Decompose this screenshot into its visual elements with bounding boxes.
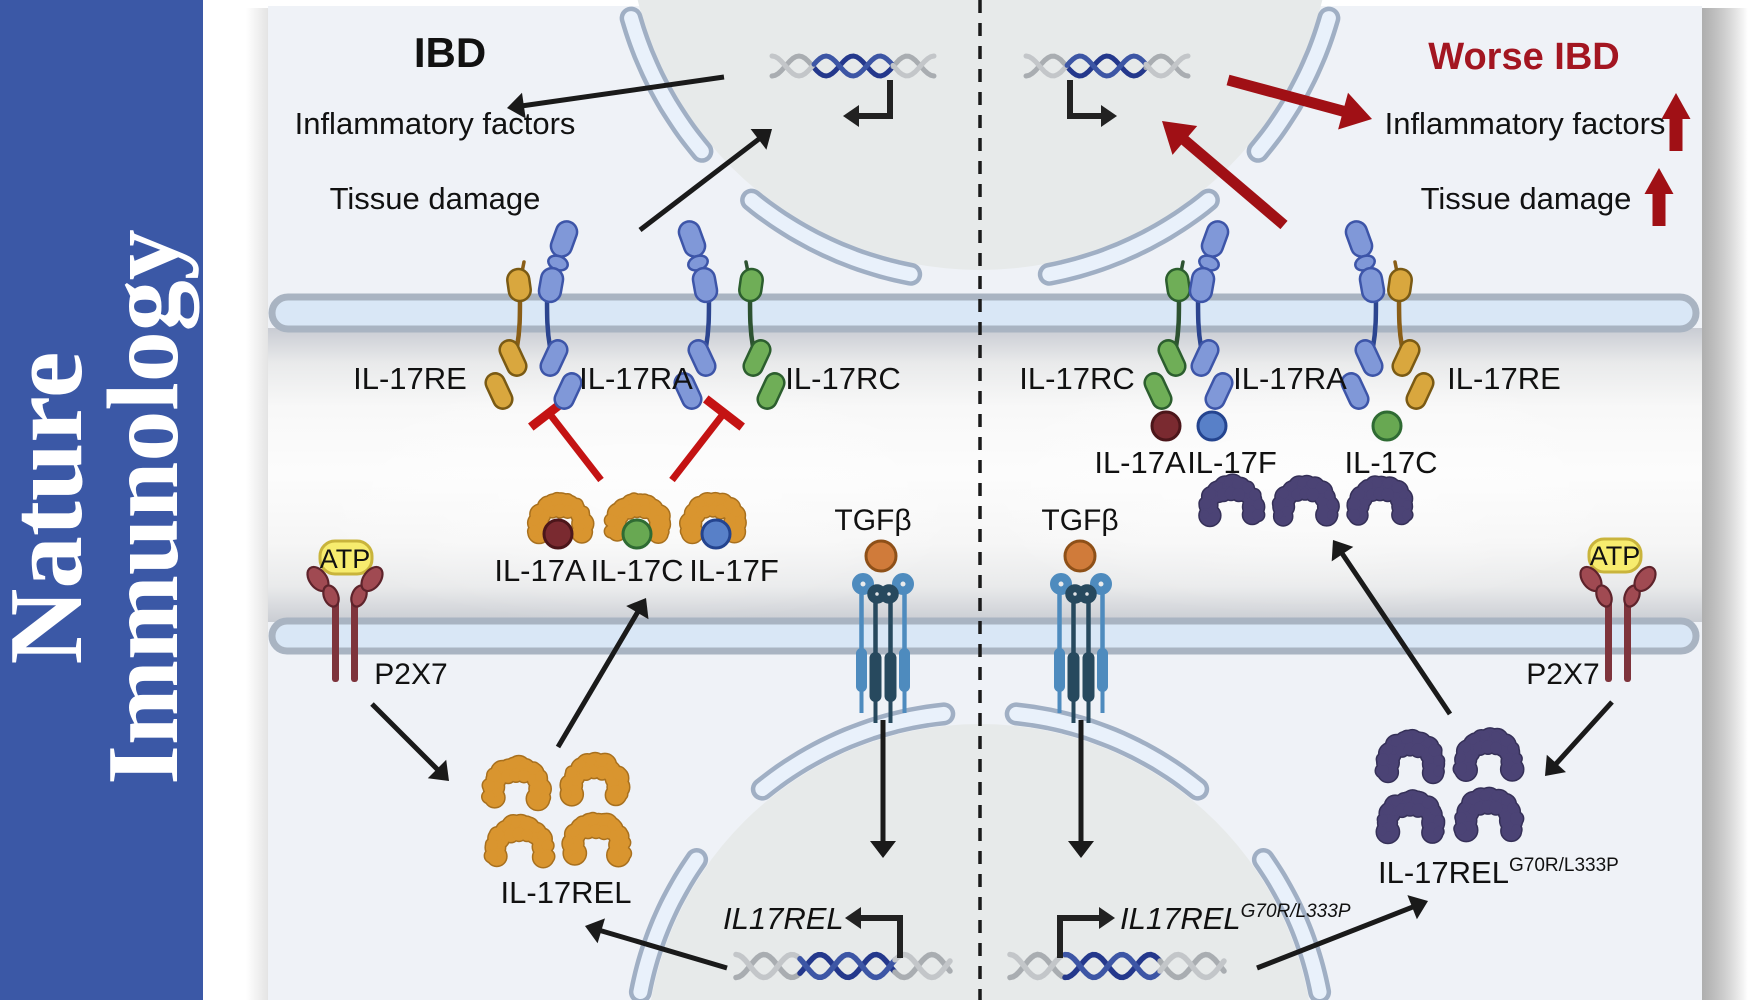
svg-text:IL-17RE: IL-17RE — [353, 361, 467, 396]
svg-text:IL-17REL: IL-17REL — [501, 875, 632, 910]
svg-text:IL-17A: IL-17A — [494, 553, 586, 588]
svg-text:IL-17RE: IL-17RE — [1447, 361, 1561, 396]
svg-text:IL-17C: IL-17C — [590, 553, 683, 588]
svg-text:Inflammatory factors: Inflammatory factors — [295, 106, 576, 141]
svg-text:Nature: Nature — [0, 351, 104, 664]
svg-text:TGFβ: TGFβ — [1041, 504, 1118, 537]
svg-text:IL-17F: IL-17F — [689, 553, 779, 588]
svg-text:P2X7: P2X7 — [1526, 658, 1599, 691]
svg-text:ATP: ATP — [320, 544, 371, 574]
svg-text:TGFβ: TGFβ — [834, 504, 911, 537]
svg-text:Tissue damage: Tissue damage — [330, 181, 541, 216]
svg-text:IL-17RC: IL-17RC — [1019, 361, 1134, 396]
svg-text:Inflammatory factors: Inflammatory factors — [1385, 106, 1666, 141]
svg-text:IL-17RA: IL-17RA — [1233, 361, 1347, 396]
svg-text:IL-17RC: IL-17RC — [785, 361, 900, 396]
svg-text:P2X7: P2X7 — [374, 658, 447, 691]
svg-text:Immunology: Immunology — [87, 229, 200, 784]
svg-text:IL-17C: IL-17C — [1344, 445, 1437, 480]
svg-text:IBD: IBD — [414, 29, 486, 76]
svg-text:IL-17F: IL-17F — [1187, 445, 1277, 480]
svg-text:Worse IBD: Worse IBD — [1428, 36, 1619, 78]
svg-text:IL17REL: IL17REL — [723, 901, 844, 936]
svg-text:IL-17RA: IL-17RA — [579, 361, 693, 396]
svg-text:IL-17A: IL-17A — [1094, 445, 1186, 480]
svg-text:ATP: ATP — [1590, 541, 1641, 571]
svg-text:Tissue damage: Tissue damage — [1421, 181, 1632, 216]
